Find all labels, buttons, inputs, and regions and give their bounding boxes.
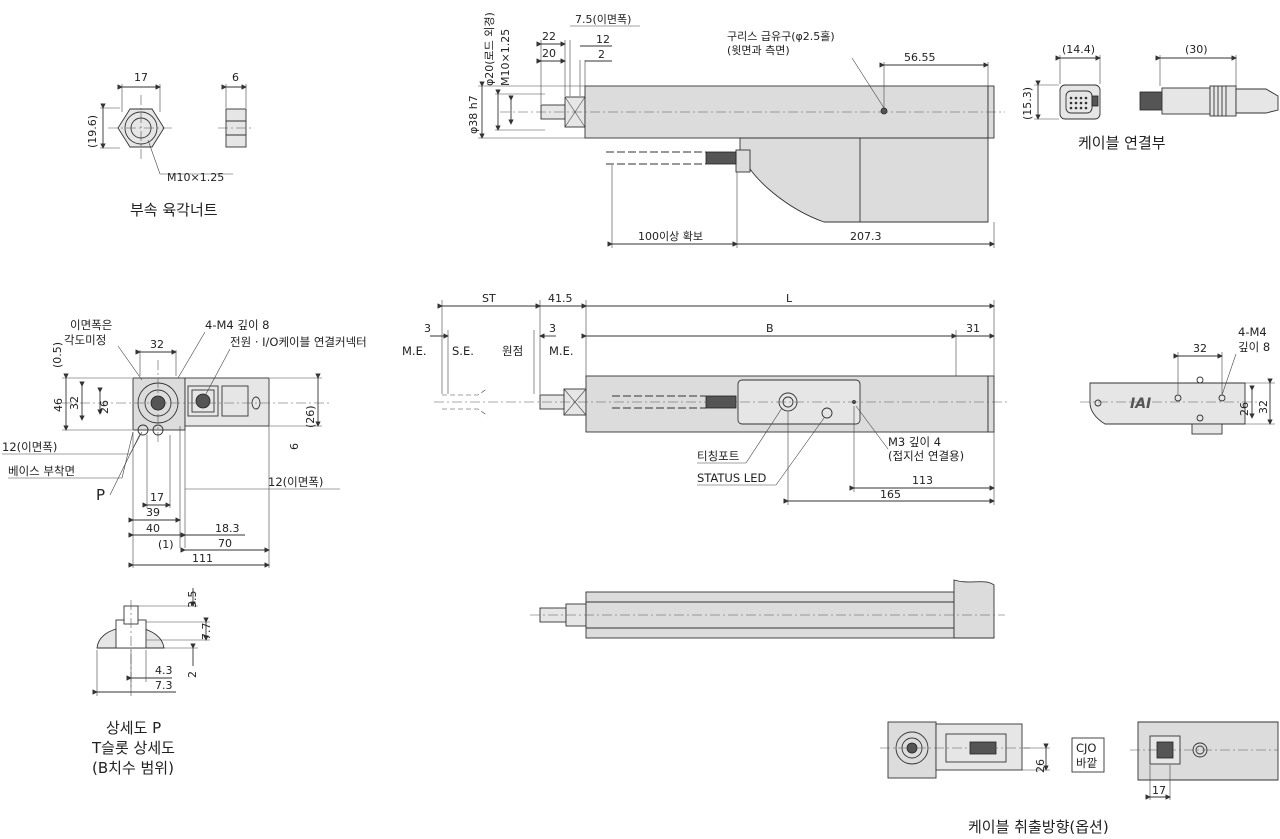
grease-port-sub: (윗면과 측면) [727,44,790,57]
label-status-led: STATUS LED [697,471,766,485]
front-dim-111: 111 [192,552,213,565]
front-dim-17: 17 [150,491,164,504]
front-dim-26: 26 [98,400,111,414]
detail-p-view: 3.5 7.7 2 4.3 7.3 상세도 P T슬롯 상세도 (B치수 범위) [91,588,213,777]
caption-detail-p-3: (B치수 범위) [92,759,174,777]
front-dim-70: 70 [218,537,232,550]
dim-207-3: 207.3 [850,230,882,243]
nut-height-dim: (19.6) [86,115,99,148]
dim-165: 165 [880,488,901,501]
label-detail-p: P [96,486,105,504]
dim-20: 20 [542,47,556,60]
dim-stroke: ST [482,292,496,305]
conn-width-dim: (14.4) [1062,43,1095,56]
end-dim-32v: 32 [1257,400,1270,414]
end-view-right: IAI 4-M4 깊이 8 32 32 26 [1080,325,1275,435]
nut-width-dim: 17 [134,71,148,84]
dim-100-min: 100이상 확보 [638,230,703,243]
front-dim-40: 40 [146,522,160,535]
front-dim-46: 46 [52,398,65,412]
label-teaching-port: 티칭포트 [697,449,739,463]
caption-detail-p-2: T슬롯 상세도 [91,739,175,757]
caption-cable-connector: 케이블 연결부 [1078,134,1166,152]
front-dim-18-3: 18.3 [215,522,240,535]
caption-cable-option: 케이블 취출방향(옵션) [968,818,1109,836]
note-width-line2: 각도미정 [64,333,106,347]
dim-3-left: 3 [424,322,431,335]
detail-dim-3-5: 3.5 [186,591,199,609]
dim-22: 22 [542,30,556,43]
detail-dim-7-3: 7.3 [155,679,173,692]
label-origin: 원점 [502,344,523,358]
front-dim-6: 6 [288,443,301,450]
label-12-width-b: 12(이면폭) [268,475,323,489]
front-dim-26r: (26) [304,405,317,428]
dim-length-l: L [786,292,793,305]
dim-113: 113 [912,474,933,487]
iai-logo: IAI [1130,396,1151,412]
dim-b: B [766,322,774,335]
conn-length-dim: (30) [1185,43,1208,56]
option-dim-17: 17 [1152,784,1166,797]
option-dim-26: 26 [1034,759,1047,773]
m4-depth-label: 4-M4 깊이 8 [205,318,270,332]
end-dim-26: 26 [1238,402,1251,416]
front-dim-32: 32 [150,338,164,351]
front-view: 이면폭은 각도미정 32 (0.5) 46 32 26 4-M4 깊이 8 전원… [2,318,367,568]
dim-3-right: 3 [549,322,556,335]
body-dia-dim: φ38 h7 [467,95,480,134]
side-view: ST 41.5 L 3 3 B 31 M.E. S.E. 원점 M.E. 티칭포… [402,292,1010,505]
nut-thread-label: M10×1.25 [167,171,224,184]
detail-dim-2: 2 [186,671,199,678]
detail-dim-7-7: 7.7 [200,623,213,641]
end-m4-label: 4-M4 [1238,325,1267,339]
dim-7-5: 7.5(이면폭) [575,13,631,26]
caption-hex-nut: 부속 육각너트 [130,201,218,219]
cable-connector-view: (14.4) (15.3) (30) 케이블 연결부 [1021,43,1279,152]
grease-port-label: 구리스 급유구(φ2.5홀) [727,30,835,43]
note-width-line1: 이면폭은 [70,318,112,332]
rod-dia-dim: φ20(로드 외경) [483,12,496,86]
front-dim-32v: 32 [68,396,81,410]
label-12-width-a: 12(이면폭) [2,440,57,454]
front-dim-39: 39 [146,506,160,519]
end-m4-depth: 깊이 8 [1238,340,1270,354]
dim-41-5: 41.5 [548,292,573,305]
label-m3-depth: M3 깊이 4 [888,435,941,449]
label-me-right: M.E. [549,344,574,358]
label-se: S.E. [452,344,474,358]
end-dim-32: 32 [1193,342,1207,355]
detail-dim-4-3: 4.3 [155,664,173,677]
option-cjo-outside: 바깥 [1076,756,1098,770]
dim-2: 2 [598,48,605,61]
label-base-surface: 베이스 부착면 [8,464,75,478]
option-cjo-label: CJO [1076,741,1096,755]
dim-56-55: 56.55 [904,51,936,64]
front-dim-0-5: (0.5) [51,342,64,368]
power-connector-label: 전원 · I/O케이블 연결커넥터 [230,335,367,349]
caption-detail-p-1: 상세도 P [106,719,161,737]
dim-12: 12 [596,33,610,46]
dim-31: 31 [966,322,980,335]
front-dim-1: (1) [158,538,174,551]
hex-nut-view: 17 (19.6) M10×1.25 6 부속 육각너트 [86,71,254,219]
cable-option-view: 26 CJO 바깥 17 케이블 취출방향(옵션) [880,721,1279,836]
nut-thickness-dim: 6 [232,71,239,84]
conn-height-dim: (15.3) [1021,87,1034,120]
bottom-view [530,579,1005,639]
rod-thread-dim: M10×1.25 [499,29,512,86]
top-view: φ20(로드 외경) M10×1.25 φ38 h7 22 20 7.5(이면폭… [467,12,1005,248]
label-me-left: M.E. [402,344,427,358]
label-ground: (접지선 연결용) [888,449,964,463]
